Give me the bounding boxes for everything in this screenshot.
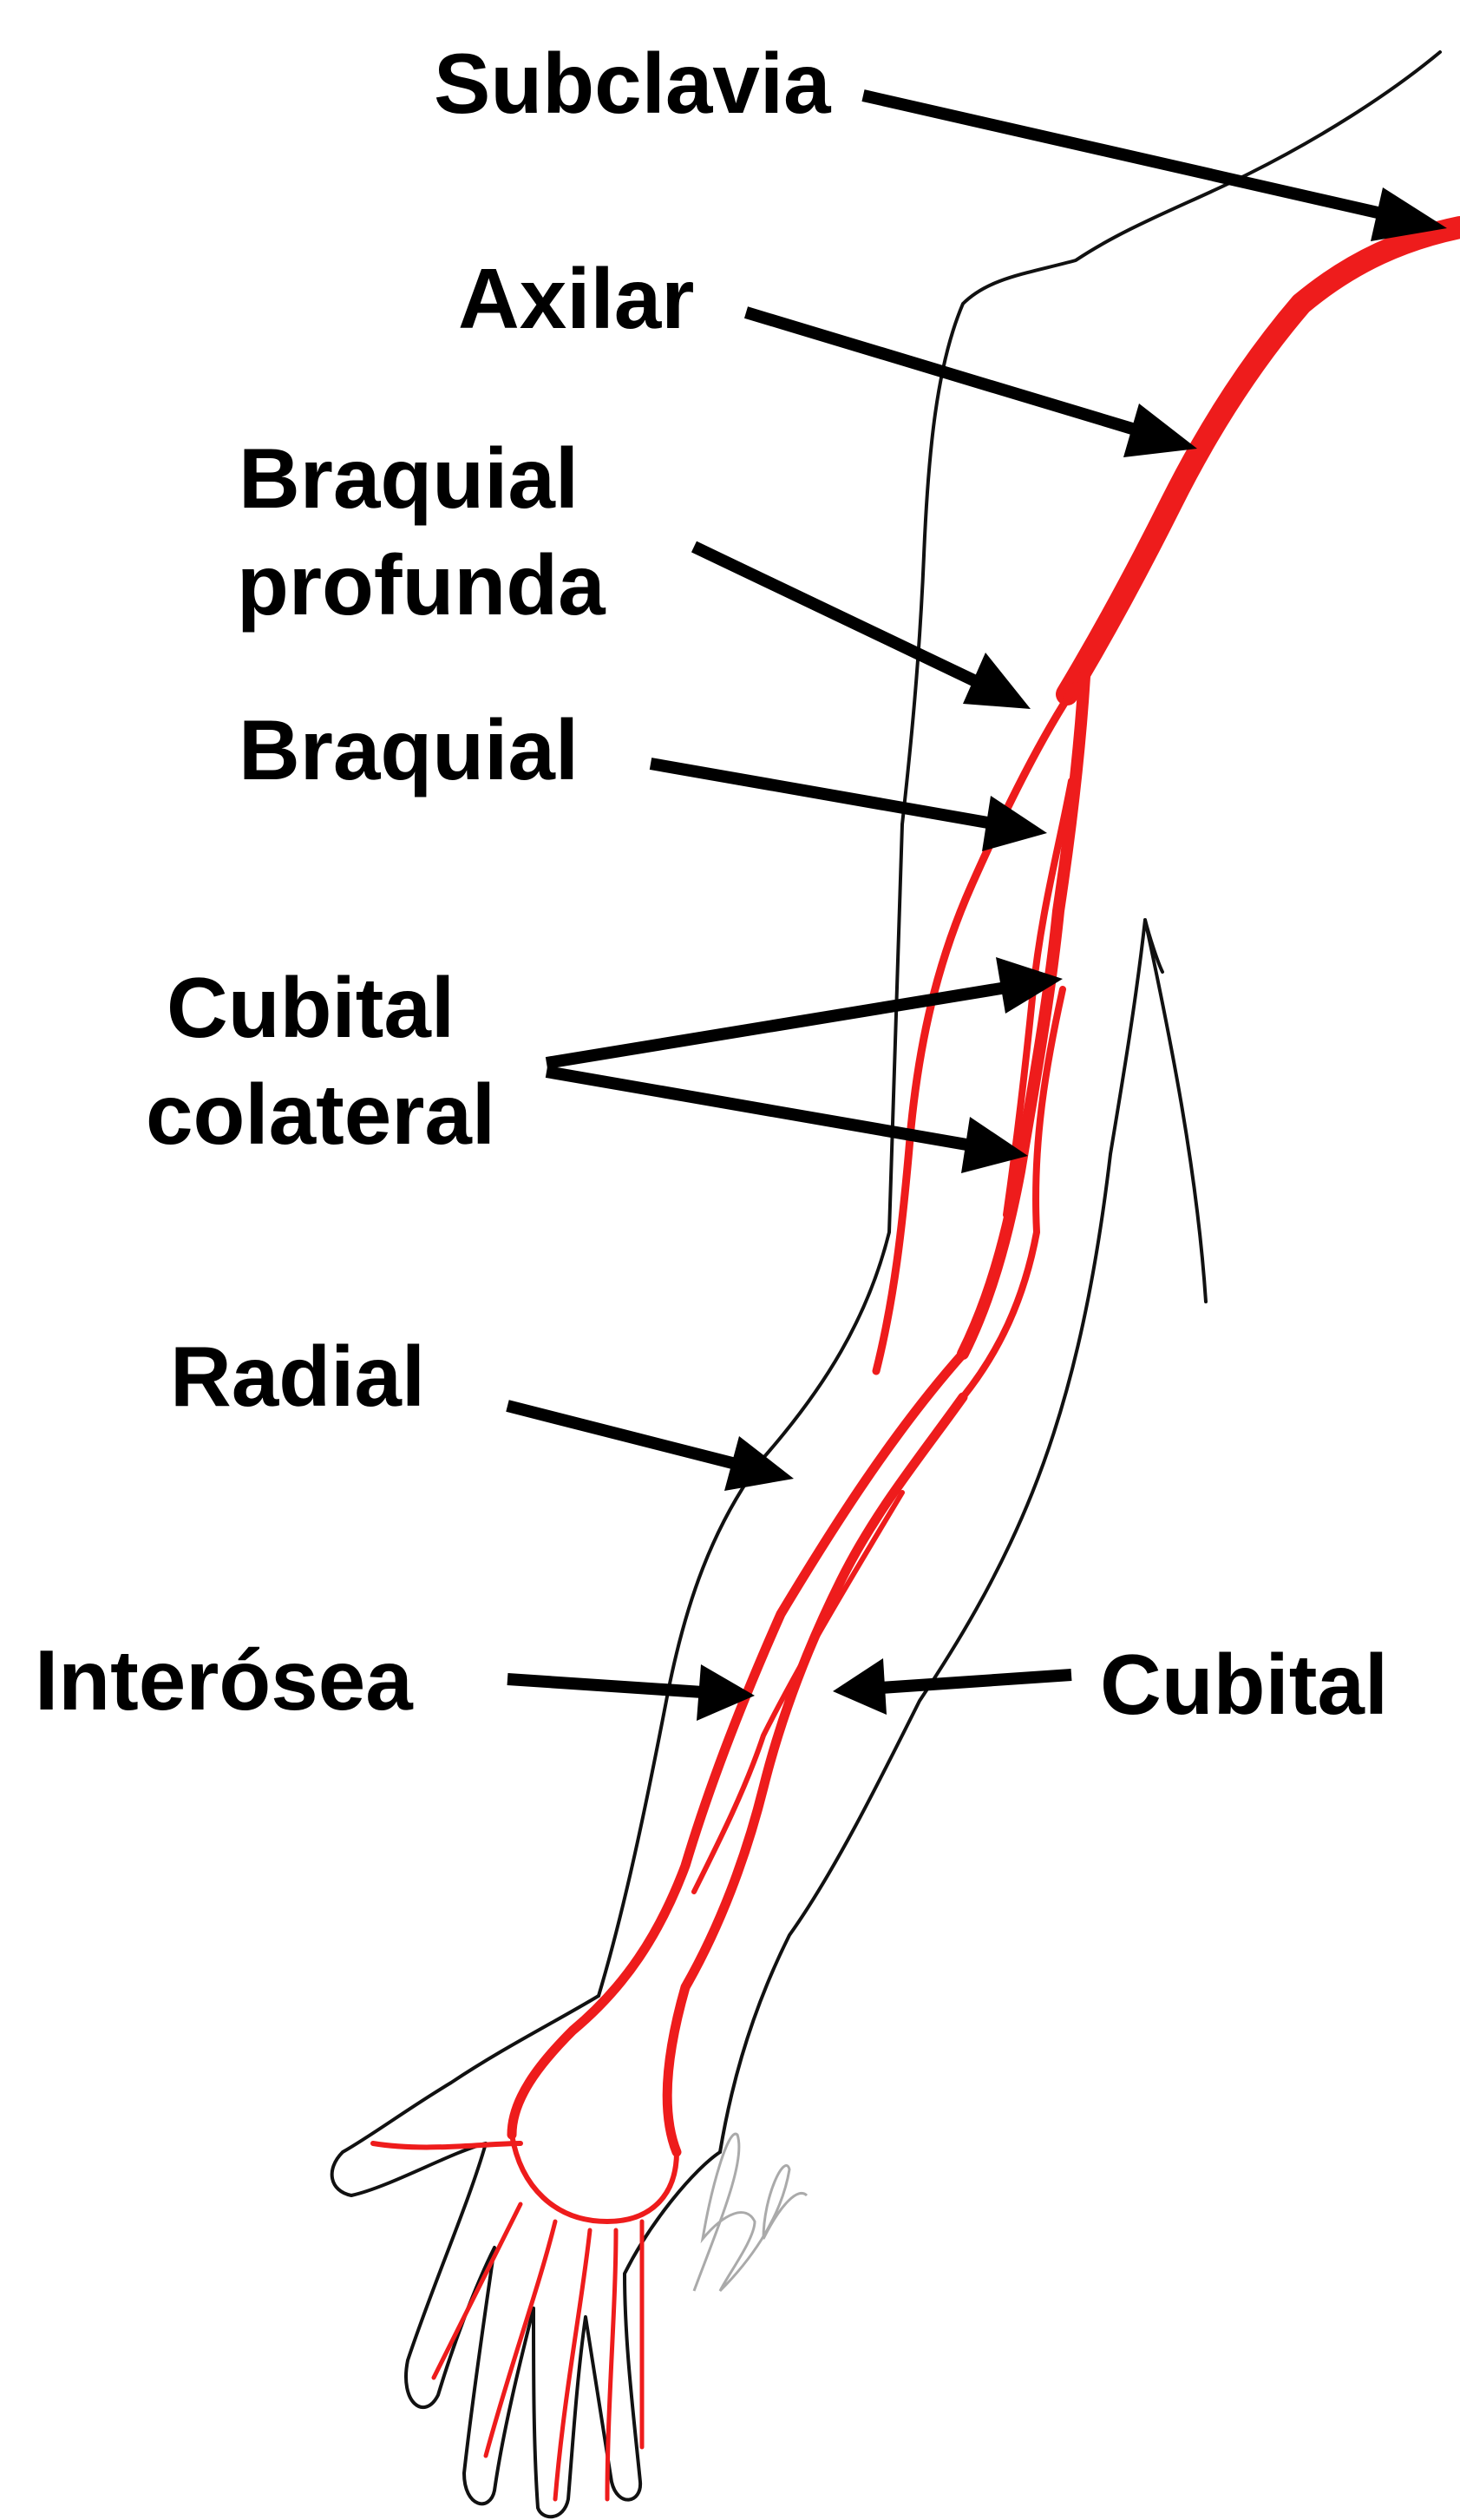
palmar-arch xyxy=(373,2135,677,2221)
subclavian-axillary-trunk xyxy=(1067,227,1460,694)
label-braquial-profunda-line1: Braquial xyxy=(239,430,579,528)
label-braquial: Braquial xyxy=(239,701,579,799)
arrow-cubital xyxy=(833,1658,1071,1715)
arrow-cubital-colateral-lower xyxy=(547,1072,1028,1173)
label-interosea: Interósea xyxy=(35,1631,413,1729)
label-cubital-colateral-line2: colateral xyxy=(146,1066,495,1164)
arrow-interosea xyxy=(507,1664,755,1721)
label-cubital: Cubital xyxy=(1100,1636,1388,1734)
label-braquial-profunda-line2: profunda xyxy=(237,536,606,634)
label-axilar: Axilar xyxy=(458,250,694,348)
label-cubital-colateral-line1: Cubital xyxy=(167,959,455,1057)
arrow-braquial xyxy=(651,764,1047,851)
hand-outline xyxy=(332,1996,720,2517)
label-subclavia: Subclavia xyxy=(434,35,831,133)
arm-outline xyxy=(332,52,1440,2517)
arrow-axilar xyxy=(746,312,1197,457)
arrow-subclavia xyxy=(863,95,1447,241)
arrow-cubital-colateral-upper xyxy=(547,957,1063,1063)
arrow-radial xyxy=(507,1406,794,1491)
arrow-braquial-profunda xyxy=(694,547,1031,709)
label-radial: Radial xyxy=(170,1328,425,1426)
armpit-inner-outline xyxy=(720,920,1206,2152)
